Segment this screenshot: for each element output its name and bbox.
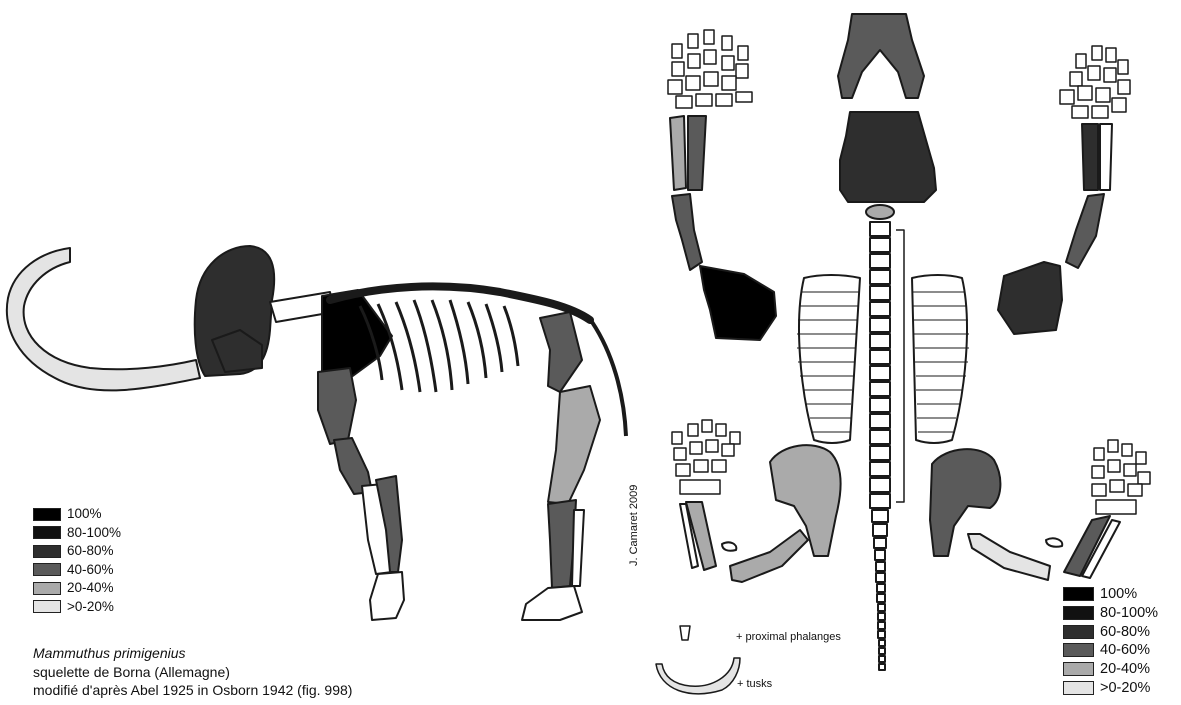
figure-caption: Mammuthus primigenius squelette de Borna… [33, 644, 352, 700]
legend-swatch [1063, 625, 1094, 639]
legend-label: 40-60% [67, 561, 114, 579]
legend-swatch [33, 600, 61, 613]
legend-left: 100% 80-100% 60-80% 40-60% 20-40% >0-20% [33, 505, 121, 616]
legend-swatch [33, 563, 61, 576]
legend-item: 80-100% [33, 524, 121, 543]
legend-label: 20-40% [1100, 660, 1150, 678]
legend-label: 20-40% [67, 579, 114, 597]
humerus-front-right [1066, 194, 1104, 268]
legend-label: >0-20% [1100, 679, 1150, 697]
hindfoot-right [1092, 440, 1150, 514]
femur-hind-right [968, 534, 1050, 580]
ulna-front-right [1100, 124, 1112, 190]
mandible [838, 14, 924, 98]
legend-item: 80-100% [1063, 604, 1158, 623]
femur-left-view [548, 386, 600, 504]
scapula-front-left [700, 266, 776, 340]
patella-hind-right [1046, 538, 1062, 546]
legend-swatch [33, 545, 61, 558]
tusk-icon [656, 658, 740, 694]
legend-swatch [33, 508, 61, 521]
ulna-front-left [688, 116, 706, 190]
caption-species: Mammuthus primigenius [33, 644, 352, 663]
legend-item: 60-80% [33, 542, 121, 561]
legend-swatch [1063, 643, 1094, 657]
legend-label: 60-80% [67, 542, 114, 560]
spine-bracket [896, 230, 904, 502]
legend-label: 100% [67, 505, 102, 523]
skull-dorsal [840, 112, 936, 202]
legend-item: >0-20% [33, 598, 121, 617]
legend-label: 40-60% [1100, 641, 1150, 659]
note-tusks: + tusks [737, 678, 772, 690]
legend-item: 100% [1063, 585, 1158, 604]
forefoot-left [668, 30, 752, 108]
fibula-left-view [572, 510, 584, 586]
legend-label: >0-20% [67, 598, 114, 616]
legend-right: 100% 80-100% 60-80% 40-60% 20-40% >0-20% [1063, 585, 1158, 697]
legend-swatch [1063, 662, 1094, 676]
legend-swatch [1063, 606, 1094, 620]
vertebral-column [870, 222, 890, 670]
hindfoot-left [672, 420, 740, 494]
caption-line-3: modifié d'après Abel 1925 in Osborn 1942… [33, 681, 352, 700]
legend-label: 60-80% [1100, 623, 1150, 641]
author-signature: J. Camaret 2009 [628, 485, 640, 566]
forefoot-right [1060, 46, 1130, 118]
tusk-left-view [7, 248, 200, 390]
atlas-vertebra [866, 205, 894, 219]
phalanx-icon [680, 626, 690, 640]
legend-swatch [1063, 587, 1094, 601]
pelvis-left-view [540, 312, 582, 392]
legend-item: 20-40% [1063, 660, 1158, 679]
legend-item: >0-20% [1063, 678, 1158, 697]
radius-front-right [1082, 124, 1098, 190]
femur-hind-left [730, 530, 808, 582]
note-proximal-phalanges: + proximal phalanges [736, 631, 841, 643]
legend-item: 60-80% [1063, 622, 1158, 641]
legend-label: 100% [1100, 585, 1137, 603]
humerus-front-left [672, 194, 702, 270]
legend-swatch [33, 582, 61, 595]
caption-line-2: squelette de Borna (Allemagne) [33, 663, 352, 682]
legend-label: 80-100% [67, 524, 121, 542]
legend-item: 100% [33, 505, 121, 524]
legend-swatch [33, 526, 61, 539]
humerus-left-view [318, 368, 356, 444]
front-foot-left-view [370, 572, 404, 620]
radius-front-left [670, 116, 686, 190]
hind-foot-left-view [522, 586, 582, 620]
patella-hind-left [722, 542, 736, 550]
scapula-front-right [998, 262, 1062, 334]
legend-item: 20-40% [33, 579, 121, 598]
legend-swatch [1063, 681, 1094, 695]
legend-item: 40-60% [33, 561, 121, 580]
legend-label: 80-100% [1100, 604, 1158, 622]
legend-item: 40-60% [1063, 641, 1158, 660]
